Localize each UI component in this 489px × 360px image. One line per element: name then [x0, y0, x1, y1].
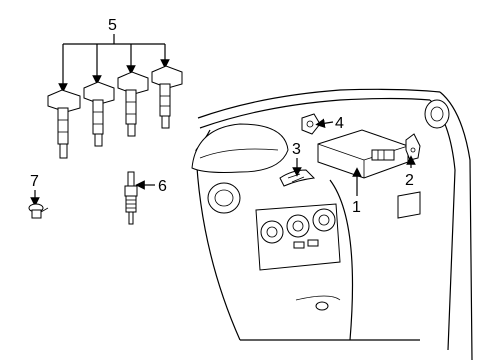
- callout-3: 3: [292, 141, 301, 158]
- air-vent-right: [424, 99, 450, 129]
- ac-sensor-bracket: [279, 169, 316, 187]
- ignition-coil-2: [83, 81, 115, 147]
- sensor-2: [405, 133, 421, 161]
- callout-4-leader: [315, 118, 334, 129]
- ignition-coil-1: [47, 89, 81, 159]
- instrument-cluster-hood: [191, 123, 289, 173]
- callout-7: 7: [30, 173, 39, 190]
- callout-5: 5: [108, 17, 117, 34]
- callout-4: 4: [335, 115, 344, 132]
- sensor-4: [301, 113, 321, 135]
- callout-5-leader: [58, 34, 170, 93]
- callout-2: 2: [405, 172, 414, 189]
- callout-1: 1: [352, 199, 361, 216]
- spark-plug: [124, 171, 138, 225]
- air-vent-left: [207, 182, 241, 214]
- ignition-coil-3: [117, 71, 149, 137]
- ignition-coil-4: [151, 65, 183, 129]
- engine-control-module: [317, 129, 409, 179]
- center-console: [255, 203, 341, 311]
- callout-6: 6: [158, 178, 167, 195]
- knock-sensor: [28, 203, 49, 219]
- glove-box-handle: [397, 191, 421, 219]
